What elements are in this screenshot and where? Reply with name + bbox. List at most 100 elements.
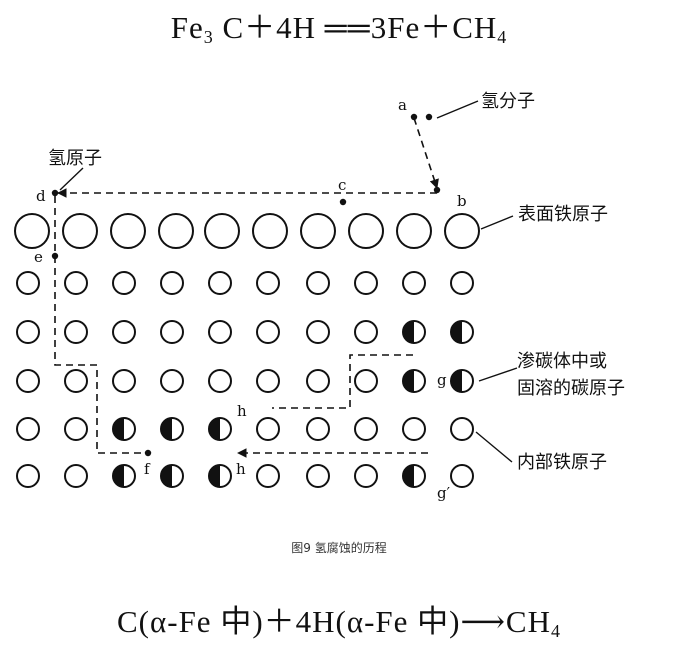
point-letters: a b c d e f g g′ h h xyxy=(34,96,467,502)
label-surface-iron-atom: 表面铁原子 xyxy=(518,204,608,225)
diffusion-paths xyxy=(54,117,439,458)
label-carbon-atom-line1: 渗碳体中或 xyxy=(517,351,607,372)
carbon-fill xyxy=(403,370,414,392)
eq-top-sub-2: 4 xyxy=(497,27,508,47)
interior-iron-atom xyxy=(306,271,330,295)
leader-carbon xyxy=(478,367,518,382)
surface-iron-atom xyxy=(252,213,288,249)
carbon-fill xyxy=(113,418,124,440)
carbon-fill xyxy=(161,465,172,487)
leader-surface-iron xyxy=(480,215,514,230)
interior-iron-atom xyxy=(112,369,136,393)
surface-iron-atom xyxy=(14,213,50,249)
leader-lines xyxy=(59,100,518,463)
surface-iron-atom xyxy=(396,213,432,249)
interior-iron-atom xyxy=(16,320,40,344)
interior-iron-atom xyxy=(306,464,330,488)
interior-iron-atom xyxy=(354,271,378,295)
carbon-fill xyxy=(209,465,220,487)
equation-top: Fe3 C＋4H ══3Fe＋CH4 xyxy=(0,2,678,48)
interior-iron-atom xyxy=(64,464,88,488)
interior-iron-atom xyxy=(450,271,474,295)
point-d-dot xyxy=(51,189,59,197)
interior-iron-atom xyxy=(354,369,378,393)
interior-iron-atom xyxy=(306,369,330,393)
interior-iron-atom xyxy=(256,464,280,488)
interior-iron-atom xyxy=(16,369,40,393)
interior-iron-atom xyxy=(402,417,426,441)
interior-iron-atom xyxy=(256,271,280,295)
figure-caption: 图9 氢腐蚀的历程 xyxy=(291,541,387,555)
path-a-to-b xyxy=(413,117,439,189)
surface-iron-atom xyxy=(110,213,146,249)
interior-iron-atom xyxy=(160,320,184,344)
carbon-fill xyxy=(161,418,172,440)
carbon-fill xyxy=(451,321,462,343)
carbon-fill xyxy=(113,465,124,487)
label-interior-iron-atom: 内部铁原子 xyxy=(517,452,607,473)
interior-iron-atom xyxy=(64,417,88,441)
carbon-fill xyxy=(209,418,220,440)
letter-e: e xyxy=(34,248,43,266)
interior-iron-atom xyxy=(64,320,88,344)
surface-iron-atom xyxy=(204,213,240,249)
interior-iron-atom xyxy=(16,271,40,295)
letter-a: a xyxy=(398,96,407,114)
interior-iron-atom xyxy=(208,369,232,393)
interior-lattice xyxy=(16,271,474,488)
interior-iron-atom xyxy=(16,464,40,488)
interior-iron-atom xyxy=(306,320,330,344)
carbon-fill xyxy=(403,465,414,487)
letter-g: g xyxy=(437,371,447,389)
equation-bottom: C(α-Fe 中)＋4H(α-Fe 中)⟶CH4 xyxy=(0,596,678,642)
carbon-fill xyxy=(451,370,462,392)
interior-iron-atom xyxy=(402,271,426,295)
letter-b: b xyxy=(457,192,467,210)
callout-labels: 氢分子 氢原子 表面铁原子 渗碳体中或 固溶的碳原子 内部铁原子 xyxy=(48,91,625,473)
interior-iron-atom xyxy=(450,464,474,488)
interior-iron-atom xyxy=(160,369,184,393)
interior-iron-atom xyxy=(160,271,184,295)
interior-iron-atom xyxy=(112,320,136,344)
interior-iron-atom xyxy=(354,320,378,344)
point-e-dot xyxy=(51,252,59,260)
eq-top-part-2: C＋4H ══3Fe＋CH xyxy=(213,10,498,45)
interior-iron-atom xyxy=(256,320,280,344)
interior-iron-atom xyxy=(450,417,474,441)
surface-iron-row xyxy=(14,213,480,249)
surface-iron-atom xyxy=(62,213,98,249)
interior-iron-atom xyxy=(354,417,378,441)
letter-h-lower: h xyxy=(236,460,246,478)
letter-d: d xyxy=(36,187,46,205)
eq-top-sub-1: 3 xyxy=(203,27,214,47)
surface-iron-atom xyxy=(444,213,480,249)
leader-hydrogen-molecule xyxy=(436,100,479,119)
interior-iron-atom xyxy=(64,271,88,295)
interior-iron-atom xyxy=(256,417,280,441)
eq-top-part-1: Fe xyxy=(170,10,204,45)
letter-h-upper: h xyxy=(237,402,247,420)
surface-iron-atom xyxy=(300,213,336,249)
interior-iron-atom xyxy=(16,417,40,441)
point-a-dot2 xyxy=(425,113,433,121)
leader-hydrogen-atom xyxy=(59,167,84,191)
leader-interior-iron xyxy=(475,431,513,463)
carbon-fill xyxy=(403,321,414,343)
label-carbon-atom-line2: 固溶的碳原子 xyxy=(517,378,625,399)
interior-iron-atom xyxy=(256,369,280,393)
surface-iron-atom xyxy=(158,213,194,249)
path-e-to-f xyxy=(54,196,147,454)
eq-bottom-part-1: C(α-Fe 中)＋4H(α-Fe 中)⟶CH xyxy=(117,604,551,639)
point-c-dot xyxy=(339,198,347,206)
letter-g-prime: g′ xyxy=(437,484,451,502)
interior-iron-atom xyxy=(64,369,88,393)
label-hydrogen-atom: 氢原子 xyxy=(48,148,102,169)
point-b-dot xyxy=(433,186,441,194)
surface-iron-atom xyxy=(348,213,384,249)
point-a-dot1 xyxy=(410,113,418,121)
eq-bottom-sub: 4 xyxy=(551,621,561,641)
letter-c: c xyxy=(338,176,346,194)
interior-iron-atom xyxy=(354,464,378,488)
